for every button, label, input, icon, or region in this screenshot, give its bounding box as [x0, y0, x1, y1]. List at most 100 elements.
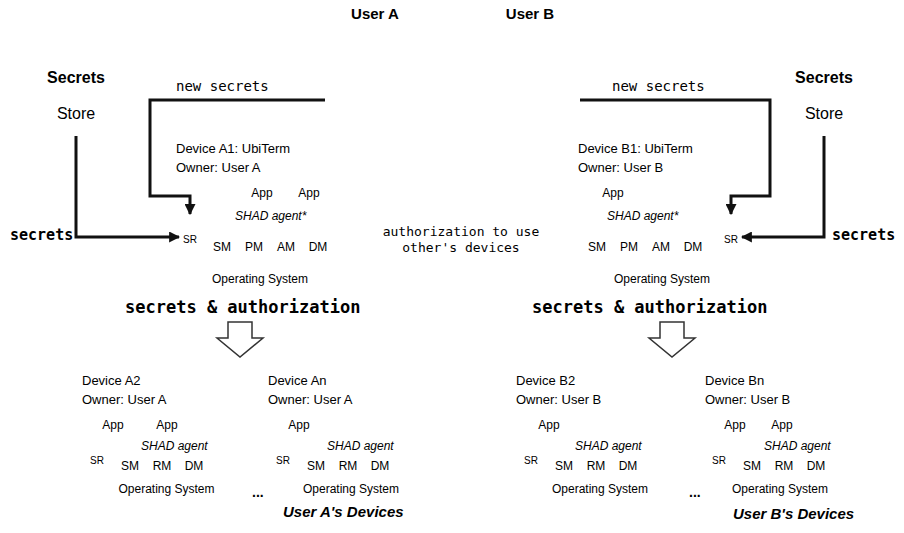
module-box: AM — [647, 236, 675, 258]
secrets-store-label: Secrets — [47, 68, 105, 87]
secrets-repository: SR — [520, 440, 542, 476]
os-box-label: Operating System — [118, 482, 214, 496]
module-box: DM — [679, 236, 707, 258]
device-box: Device A2Owner: User AAppAppSHAD agentSR… — [78, 372, 252, 500]
secrets-repository: SR — [272, 440, 294, 476]
agent-box: SHAD agentSR SM RM DM — [267, 437, 435, 479]
module-box-label: DM — [371, 459, 390, 473]
module-box: SM — [208, 236, 236, 258]
device-box: Device B2 Owner: User B AppSHAD agentSR SM R… — [512, 372, 688, 500]
module-box-label: DM — [185, 459, 204, 473]
os-box: Operating System — [81, 481, 252, 497]
module-box-label: PM — [620, 240, 638, 254]
secrets-repository-label: SR — [276, 455, 290, 467]
app-box: App — [765, 416, 799, 434]
device-box-label: Owner: User B — [516, 392, 601, 408]
module-box-label: RM — [775, 459, 794, 473]
secrets-store-label: Store — [57, 104, 95, 123]
module-box-label: DM — [807, 459, 826, 473]
os-box: Operating System — [515, 481, 685, 497]
module-box: DM — [614, 456, 642, 476]
device-cloud-label: User A's Devices — [283, 503, 404, 521]
secrets-repository-label: SR — [524, 455, 538, 467]
double-arrow: authorization to use other's devices — [350, 183, 572, 297]
edge-label: new secrets — [612, 78, 705, 95]
device-box-label: Device An — [268, 373, 327, 389]
device-cloud: secrets & authorizationUser A's Devices D… — [0, 195, 458, 533]
app-box: App — [596, 184, 630, 202]
secrets-connector — [742, 136, 824, 237]
module-box-label: SM — [588, 240, 606, 254]
module-box: DM — [304, 236, 332, 258]
double-arrow-label: authorization to use other's devices — [376, 224, 546, 255]
os-box-label: Operating System — [552, 482, 648, 496]
agent-box-label: SHAD agent* — [607, 209, 678, 223]
module-box: DM — [366, 456, 394, 476]
module-box: SM — [302, 456, 330, 476]
module-box-label: AM — [277, 240, 295, 254]
edge-label: new secrets — [176, 78, 269, 95]
module-box-label: RM — [339, 459, 358, 473]
secrets-connector — [580, 100, 770, 214]
agent-box-label: SHAD agent — [575, 439, 642, 453]
module-box: SM — [583, 236, 611, 258]
module-box: PM — [240, 236, 268, 258]
os-box: Operating System — [704, 481, 856, 497]
os-box: Operating System — [267, 481, 435, 497]
os-box: Operating System — [175, 270, 345, 288]
module-box: AM — [272, 236, 300, 258]
device-box-label: Device A1: UbiTerm — [176, 141, 290, 157]
device-cloud-label: secrets & authorization — [125, 297, 360, 317]
os-box-label: Operating System — [732, 482, 828, 496]
agent-box: SHAD agent* SM PM AM DM SR — [577, 207, 747, 267]
app-box-label: App — [602, 186, 623, 200]
continuation-dots: ... — [689, 484, 701, 501]
agent-box: SHAD agentSR SM RM DM — [515, 437, 685, 479]
secrets-repository-label: SR — [724, 234, 738, 246]
app-box-label: App — [156, 418, 177, 432]
device-box-label: Owner: User A — [82, 392, 167, 408]
secrets-repository: SR — [708, 440, 730, 476]
device-cloud: secrets & authorizationUser B's DevicesD… — [466, 198, 904, 533]
module-box: RM — [582, 456, 610, 476]
app-box-label: App — [298, 186, 319, 200]
device-box: Device B1: UbiTermOwner: User B AppSHAD a… — [574, 140, 750, 292]
app-box: App — [245, 184, 279, 202]
module-box-label: SM — [743, 459, 761, 473]
device-box: Device A1: UbiTermOwner: User A App AppSHA… — [172, 140, 348, 292]
agent-box-label: SHAD agent — [141, 439, 208, 453]
agent-box-label: SHAD agent — [327, 439, 394, 453]
app-box: App — [718, 416, 752, 434]
module-box: SM — [550, 456, 578, 476]
agent-box-label: SHAD agent — [764, 439, 831, 453]
module-box-label: DM — [619, 459, 638, 473]
module-box-label: DM — [309, 240, 328, 254]
agent-box-label: SHAD agent* — [235, 209, 306, 223]
device-box-label: Device B2 — [516, 373, 575, 389]
device-box-label: Owner: User B — [578, 160, 663, 176]
module-box-label: AM — [652, 240, 670, 254]
module-box: RM — [334, 456, 362, 476]
app-box-label: App — [538, 418, 559, 432]
secrets-connector — [150, 100, 325, 214]
secrets-repository-label: SR — [90, 455, 104, 467]
module-box-label: SM — [121, 459, 139, 473]
app-box: App — [292, 184, 326, 202]
continuation-dots: ... — [252, 484, 264, 501]
secrets-repository-label: SR — [712, 455, 726, 467]
user-figure-label: User B — [506, 5, 554, 23]
device-box-label: Owner: User B — [705, 392, 790, 408]
agent-box: SHAD agent*SRSMPMAMDM — [175, 207, 345, 267]
module-box-label: RM — [587, 459, 606, 473]
device-box-label: Device B1: UbiTerm — [578, 141, 693, 157]
device-cloud-label: secrets & authorization — [532, 297, 767, 317]
os-box-label: Operating System — [212, 272, 308, 286]
secrets-repository: SR — [86, 440, 108, 476]
secrets-store-label: Secrets — [795, 68, 853, 87]
edge-label: secrets — [832, 226, 895, 244]
os-box: Operating System — [577, 270, 747, 288]
device-box-label: Owner: User A — [176, 160, 261, 176]
